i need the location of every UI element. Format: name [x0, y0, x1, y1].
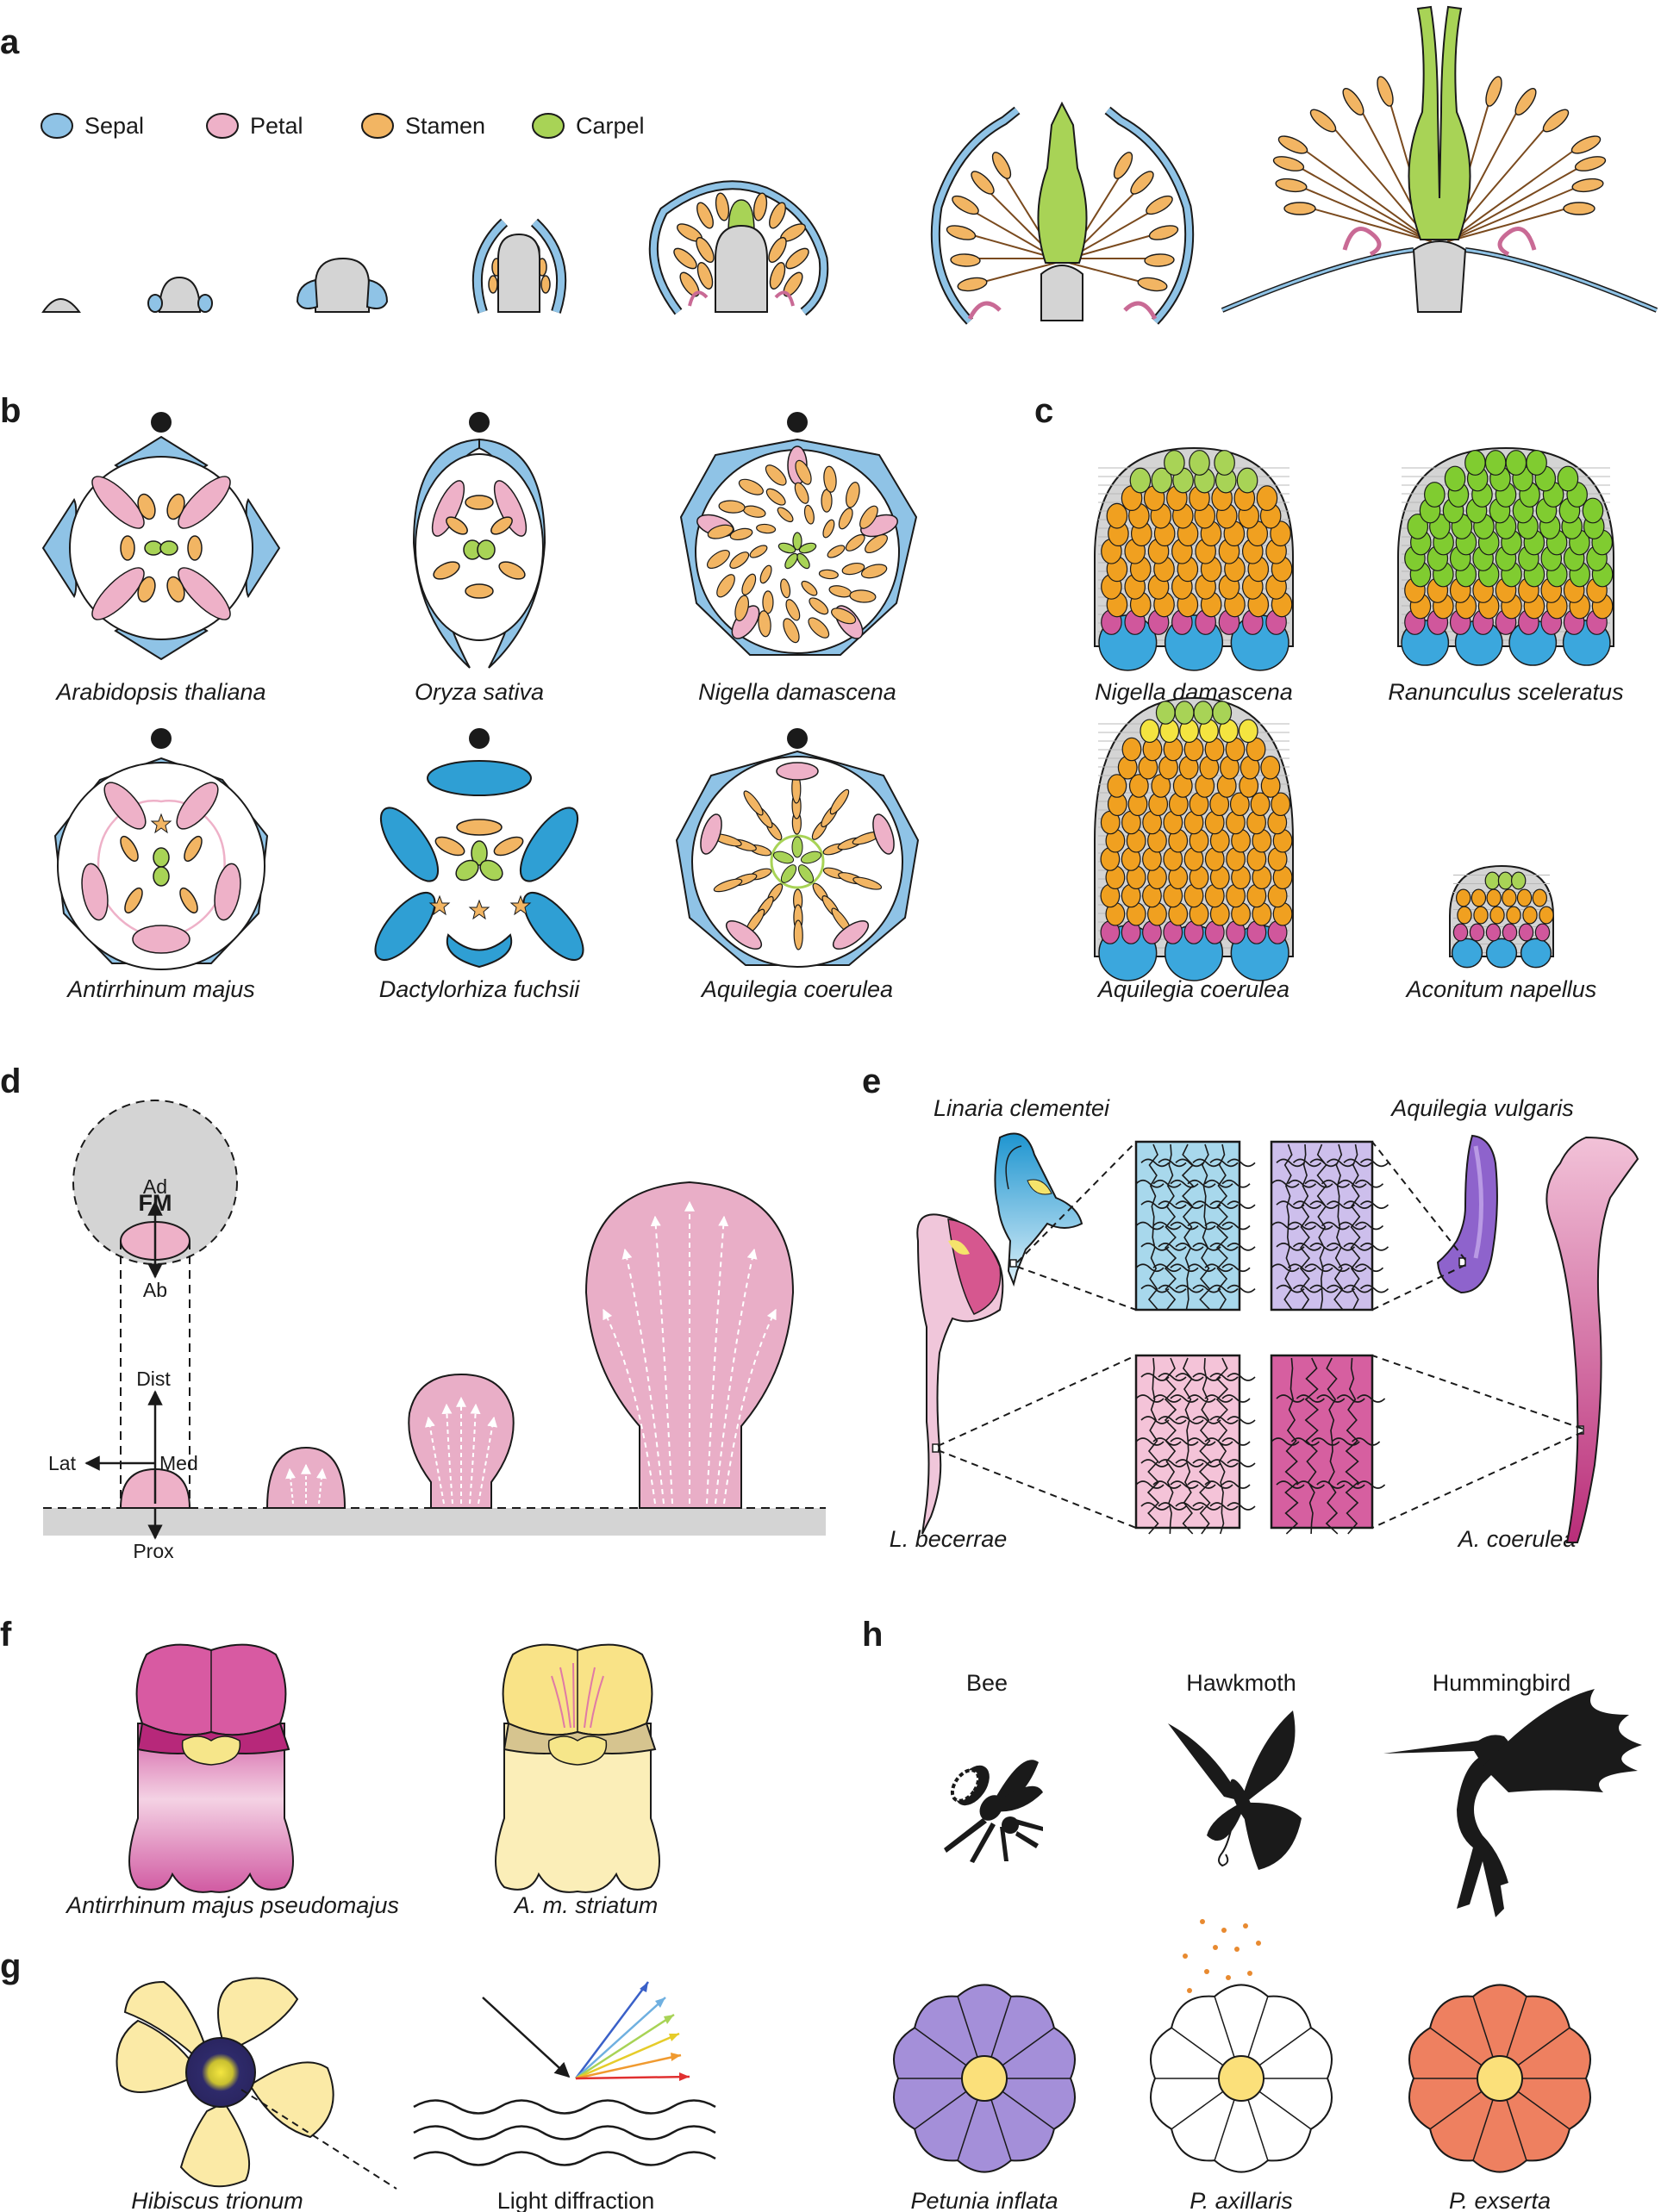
flower-l-becerrae	[916, 1213, 1004, 1535]
cells-linaria-clementei	[1134, 1140, 1256, 1312]
diagram-oryza: Oryza sativa	[412, 412, 546, 705]
panel-c: c Nigella damascena Ranunculus sceleratu…	[1034, 392, 1624, 1002]
axis-dist: Dist	[136, 1368, 171, 1390]
caption-nigella: Nigella damascena	[698, 679, 896, 705]
caption-hibiscus: Hibiscus trionum	[131, 2188, 303, 2212]
zoom-lines	[937, 1141, 1583, 1529]
bee-silhouette	[944, 1760, 1043, 1863]
legend-carpel-label: Carpel	[576, 113, 645, 139]
axis-med: Med	[159, 1452, 198, 1474]
petal-growth-stage-3	[584, 1181, 795, 1509]
caption-meristem-ranunculus: Ranunculus sceleratus	[1388, 679, 1623, 705]
species-aquilegia-vulgaris: Aquilegia vulgaris	[1389, 1095, 1574, 1121]
petal-aquilegia-vulgaris	[1436, 1134, 1498, 1294]
caption-oryza: Oryza sativa	[415, 679, 544, 705]
species-a-coerulea: A. coerulea	[1457, 1526, 1577, 1552]
hawkmoth-silhouette	[1168, 1710, 1302, 1870]
petal-growth-stage-1	[265, 1446, 347, 1509]
meristem-aquilegia	[1094, 696, 1294, 981]
meristem-nigella	[1094, 446, 1294, 671]
hummingbird-silhouette	[1383, 1689, 1642, 1917]
stage-2-bud	[147, 276, 213, 313]
panel-f-label: f	[0, 1616, 12, 1654]
caption-dactylorhiza: Dactylorhiza fuchsii	[379, 976, 581, 1002]
axis-prox: Prox	[133, 1540, 174, 1562]
flower-hibiscus	[116, 1977, 397, 2190]
caption-antirrhinum: Antirrhinum majus	[66, 976, 255, 1002]
stage-1-meristem	[41, 298, 81, 313]
panel-g-label: g	[0, 1947, 21, 1985]
pollinator-hummingbird-label: Hummingbird	[1433, 1670, 1571, 1696]
caption-aquilegia: Aquilegia coerulea	[700, 976, 893, 1002]
legend-stamen-label: Stamen	[405, 113, 485, 139]
pollinator-hawkmoth-label: Hawkmoth	[1186, 1670, 1296, 1696]
flower-petunia-inflata	[892, 1984, 1077, 2173]
panel-e: e Linaria clementei Aquilegia vulgaris L…	[862, 1062, 1639, 1552]
axis-lat: Lat	[48, 1452, 77, 1474]
caption-arabidopsis: Arabidopsis thaliana	[54, 679, 265, 705]
panel-g: g Hibiscus trionum	[0, 1947, 716, 2212]
panel-a-label: a	[0, 23, 20, 61]
stage-5-bud	[648, 180, 829, 316]
flower-linaria-clementei	[994, 1132, 1083, 1287]
cells-l-becerrae	[1134, 1354, 1256, 1535]
panel-c-label: c	[1034, 392, 1053, 430]
caption-meristem-aquilegia: Aquilegia coerulea	[1096, 976, 1289, 1002]
diagram-arabidopsis: Arabidopsis thaliana	[41, 412, 281, 705]
stage-4-bud	[471, 218, 567, 314]
cells-aquilegia-vulgaris	[1270, 1140, 1389, 1312]
caption-petunia-inflata: Petunia inflata	[910, 2188, 1058, 2212]
stage-7-open-flower	[1221, 5, 1658, 313]
flower-p-exserta	[1408, 1984, 1592, 2173]
meristem-aconitum	[1449, 864, 1554, 969]
panel-d: d FM Ad Ab Dist Lat Med Prox	[0, 1062, 826, 1562]
legend-sepal-label: Sepal	[84, 113, 144, 139]
axis-ab: Ab	[143, 1279, 167, 1301]
panel-b: b	[0, 392, 920, 1002]
flower-p-axillaris	[1149, 1984, 1333, 2173]
diagram-antirrhinum: Antirrhinum majus	[53, 728, 269, 1002]
axis-ad: Ad	[143, 1175, 167, 1198]
legend-carpel: Carpel	[532, 113, 645, 139]
cells-a-coerulea	[1270, 1354, 1386, 1535]
meristem-ranunculus	[1397, 446, 1614, 666]
caption-pseudomajus: Antirrhinum majus pseudomajus	[65, 1892, 399, 1918]
legend-petal-label: Petal	[250, 113, 303, 139]
caption-light-diffraction: Light diffraction	[497, 2188, 655, 2212]
legend-stamen: Stamen	[361, 113, 485, 139]
panel-h-label: h	[862, 1616, 883, 1654]
panel-d-label: d	[0, 1062, 21, 1100]
panel-e-label: e	[862, 1062, 881, 1100]
caption-striatum: A. m. striatum	[513, 1892, 659, 1918]
pollinator-bee-label: Bee	[966, 1670, 1008, 1696]
petal-growth-stage-2	[408, 1373, 515, 1509]
caption-p-exserta: P. exserta	[1449, 2188, 1551, 2212]
legend-sepal: Sepal	[41, 113, 144, 139]
species-l-becerrae: L. becerrae	[890, 1526, 1008, 1552]
species-linaria-clementei: Linaria clementei	[934, 1095, 1110, 1121]
panel-b-label: b	[0, 392, 21, 430]
diagram-nigella: Nigella damascena	[679, 412, 918, 705]
ground-line	[43, 1508, 826, 1536]
legend-petal: Petal	[206, 113, 303, 139]
flower-striatum	[495, 1643, 660, 1893]
stage-3-bud	[296, 257, 389, 313]
panel-h: h Bee Hawkmoth Hummingbird	[862, 1616, 1642, 2212]
caption-p-axillaris: P. axillaris	[1190, 2188, 1293, 2212]
flower-pseudomajus	[128, 1643, 294, 1893]
floral-meristem	[72, 1100, 238, 1265]
caption-meristem-aconitum: Aconitum napellus	[1405, 976, 1597, 1002]
panel-f: f Antirrhinum majus pseudomajus A. m. st…	[0, 1616, 660, 1918]
diffraction-diagram	[413, 1981, 716, 2166]
panel-a: a Sepal Petal Stamen Carpel	[0, 5, 1658, 325]
petal-aquilegia-coerulea	[1545, 1136, 1639, 1543]
stage-6-bud	[930, 101, 1195, 325]
diagram-dactylorhiza: Dactylorhiza fuchsii	[374, 728, 584, 1002]
diagram-aquilegia: Aquilegia coerulea	[675, 728, 920, 1002]
